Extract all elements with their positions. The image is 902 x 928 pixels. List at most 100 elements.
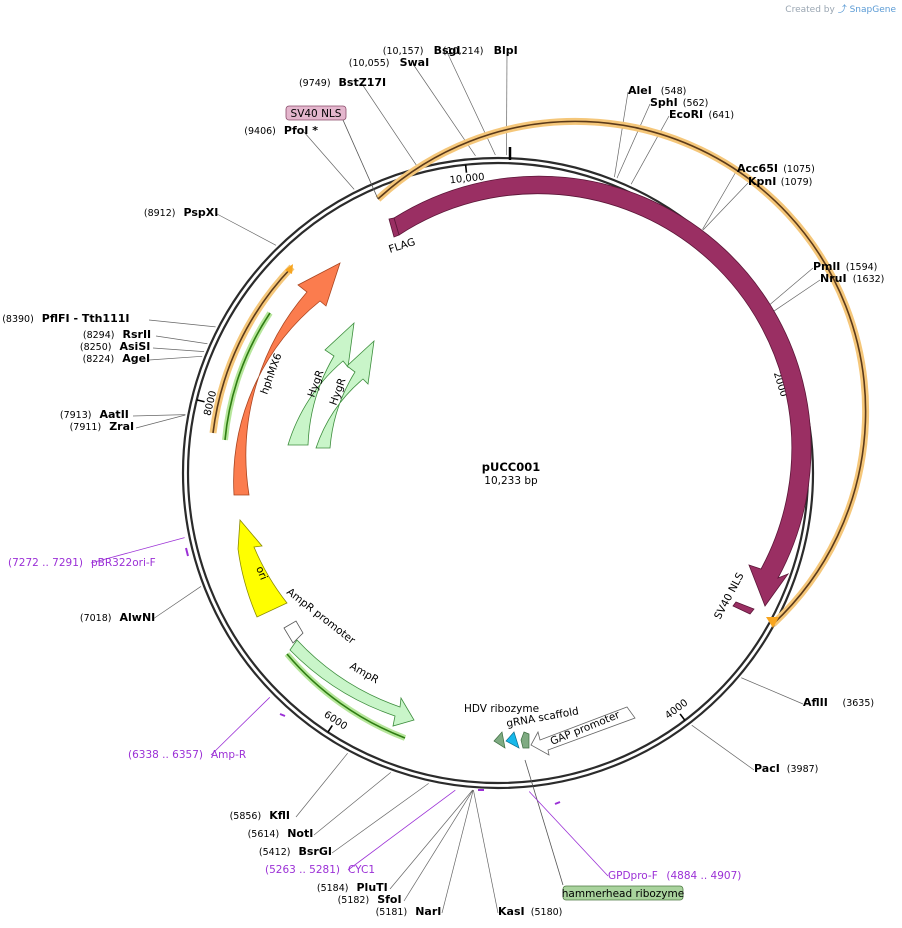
orf-hyg-green-line: [224, 312, 271, 441]
site-leader-nari: [441, 789, 474, 914]
site-leader-aatii: [132, 414, 186, 417]
site-leader-kasi: [473, 789, 499, 914]
site-pflfi: PflFI - Tth111I(8390): [2, 312, 129, 325]
site-pos-sphi: (562): [683, 98, 709, 109]
site-agei: AgeI (8224): [83, 352, 151, 365]
primer-pbr322ori-f: pBR322ori-F (7272 .. 7291): [8, 557, 156, 569]
site-pos-zrai: (7911): [70, 422, 102, 433]
site-pos-paci: (3987): [787, 764, 819, 775]
site-name-bstz17i: BstZ17I: [339, 76, 387, 89]
site-leader-paci: [691, 724, 755, 771]
site-leader-bsrgi: [331, 783, 429, 854]
site-bstz17i: BstZ17I(9749): [299, 76, 386, 89]
site-sphi: SphI(562): [650, 96, 708, 109]
plasmid-name: pUCC001: [482, 460, 540, 474]
ori-label: ori: [253, 565, 269, 582]
site-rsrii: RsrII(8294): [83, 328, 151, 341]
primer-range-cyc1: (5263 .. 5281): [265, 864, 340, 876]
credit-brand: SnapGene: [849, 5, 896, 15]
primer-name-amp-r: Amp-R: [211, 749, 246, 761]
hygr-feature-2: [315, 339, 375, 449]
hammerhead-ribozyme-label: hammerhead ribozyme: [562, 888, 684, 900]
site-leader-blpi: [506, 51, 508, 156]
site-pos-noti: (5614): [248, 829, 280, 840]
site-pluti: PluTI(5184): [317, 881, 388, 894]
flag-feature: [388, 217, 400, 238]
ori-feature: [237, 518, 288, 618]
primer-name-gpdpro-f: GPDpro-F: [608, 870, 658, 882]
site-name-swai: SwaI: [400, 56, 430, 69]
site-name-bsgi: BsgI: [434, 44, 461, 57]
site-leader-pspxi: [216, 213, 277, 246]
site-pos-aatii: (7913): [60, 410, 92, 421]
site-name-ecori: EcoRI: [669, 108, 703, 121]
site-pos-bsrgi: (5412): [259, 847, 291, 858]
site-leader-alwni: [152, 586, 202, 620]
site-name-alwni: AlwNI: [120, 611, 156, 624]
site-acc65i: Acc65I(1075): [737, 162, 815, 175]
site-pos-pfoi: (9406): [244, 126, 276, 137]
site-name-paci: PacI: [754, 762, 780, 775]
sv40-nls-bottom-feature: [732, 601, 755, 615]
site-pspxi: PspXI(8912): [144, 206, 218, 219]
site-labels: BlpI(10,214)BsgI(10,157)SwaI(10,055)BstZ…: [2, 44, 884, 918]
site-leader-ecori: [630, 115, 670, 185]
site-bsrgi: BsrGI (5412): [259, 845, 332, 858]
tick-6000: [327, 725, 333, 733]
site-pos-alei: (548): [661, 86, 687, 97]
hygr-label-1: HygR: [306, 369, 327, 399]
site-leader-pmli: [768, 267, 814, 307]
site-leader-sphi: [616, 103, 651, 179]
primer-name-cyc1: CYC1: [348, 864, 375, 876]
hphmx6-feature: [233, 262, 341, 496]
flag-label: FLAG: [387, 236, 417, 256]
site-name-aatii: AatII: [100, 408, 129, 421]
site-leader-agei: [148, 355, 203, 361]
hdv-ribozyme-feature: [493, 731, 506, 749]
hphmx6-label: hphMX6: [259, 351, 285, 396]
site-leader-nrui: [772, 279, 821, 313]
site-pos-ecori: (641): [709, 110, 735, 121]
site-pos-alwni: (7018): [80, 613, 112, 624]
site-blpi: BlpI(10,214): [443, 44, 518, 57]
site-name-aflii: AflII: [803, 696, 828, 709]
site-alei: AleI(548): [628, 84, 686, 97]
site-name-bsrgi: BsrGI: [299, 845, 332, 858]
snapgene-credit: Created by ⤴ SnapGene: [785, 2, 896, 15]
site-name-pmli: PmlI: [813, 260, 840, 273]
site-leader-sfoi: [403, 789, 474, 902]
orf-hph-arc: [209, 264, 295, 434]
site-name-kasi: KasI: [498, 905, 525, 918]
primer-range-amp-r: (6338 .. 6357): [128, 749, 203, 761]
cas9-label: Cas9: [698, 276, 726, 302]
site-pos-sfoi: (5182): [338, 895, 370, 906]
site-name-acc65i: Acc65I: [737, 162, 778, 175]
site-leader-kfli: [295, 752, 348, 818]
site-leader-rsrii: [155, 335, 208, 345]
orf-hph-line: [212, 266, 293, 434]
credit-prefix: Created by: [785, 5, 835, 15]
site-name-rsrii: RsrII: [123, 328, 152, 341]
site-pos-agei: (8224): [83, 354, 115, 365]
plasmid-length: 10,233 bp: [484, 475, 538, 487]
primer-range-gpdpro-f: (4884 .. 4907): [666, 870, 741, 882]
site-name-sfoi: SfoI: [377, 893, 401, 906]
site-pos-nari: (5181): [376, 907, 408, 918]
site-name-asisi: AsiSI: [120, 340, 151, 353]
site-leader-asisi: [152, 347, 205, 352]
orf-cas9-line: [377, 120, 867, 625]
site-name-pluti: PluTI: [357, 881, 388, 894]
primer-range-pbr322ori-f: (7272 .. 7291): [8, 557, 83, 569]
site-pfoi: PfoI *(9406): [244, 124, 318, 137]
site-leader-aflii: [741, 677, 804, 705]
site-pos-kpni: (1079): [781, 177, 813, 188]
site-pos-kasi: (5180): [531, 907, 563, 918]
site-name-agei: AgeI: [122, 352, 150, 365]
site-name-nrui: NruI: [820, 272, 847, 285]
snapgene-logo-icon: ⤴: [837, 5, 847, 15]
site-ecori: EcoRI (641): [669, 108, 734, 121]
site-name-pflfi: PflFI - Tth111I: [42, 312, 130, 325]
primer-name-pbr322ori-f: pBR322ori-F: [91, 557, 156, 569]
sv40-nls-top-leader: [342, 119, 379, 200]
